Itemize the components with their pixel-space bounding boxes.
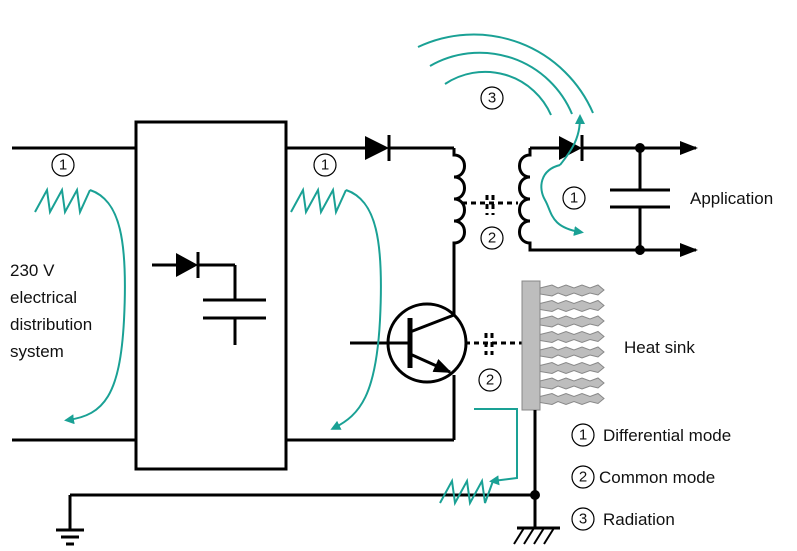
ground-symbol-icon [56,528,84,546]
svg-text:2: 2 [488,230,496,247]
secondary-circuit [518,135,698,257]
legend-item-common: 2 Common mode [571,465,715,489]
output-capacitor-icon [610,148,670,250]
transistor-icon [350,302,468,384]
marker-1-primary: 1 [313,153,337,177]
noise-paths [34,114,585,507]
mains-input-lines [12,146,136,442]
heat-sink-fin [539,392,605,406]
chassis-ground-icon [513,526,560,545]
radiation-waves-icon [417,33,594,116]
svg-text:3: 3 [488,90,496,107]
heat-sink-icon [521,280,605,411]
legend: 1 Differential mode 2 Common mode 3 Radi… [571,423,731,531]
svg-text:230 V: 230 V [10,261,55,280]
svg-text:system: system [10,342,64,361]
heat-sink-fin [539,284,605,297]
application-label: Application [690,189,773,208]
primary-coil-icon [452,148,466,252]
svg-text:Radiation: Radiation [603,510,675,529]
marker-2-transformer: 2 [480,226,504,250]
svg-text:1: 1 [570,190,578,207]
svg-text:Common mode: Common mode [599,468,715,487]
primary-diode-icon [365,135,391,161]
rectifier-block [134,120,288,471]
heat-sink-fin [539,361,605,375]
earth-wiring [56,410,560,546]
secondary-diode-icon [559,135,584,161]
marker-1-secondary: 1 [562,186,586,210]
svg-text:2: 2 [579,469,587,486]
marker-3-radiation: 3 [480,86,504,110]
heat-sink-fin [539,346,605,359]
svg-text:3: 3 [579,511,587,528]
heat-sink-fin [539,315,605,328]
smoothing-capacitor-icon [203,298,266,345]
svg-text:1: 1 [59,157,67,174]
legend-item-differential: 1 Differential mode [571,423,731,447]
svg-text:1: 1 [321,157,329,174]
marker-2-transistor: 2 [478,368,502,392]
svg-text:distribution: distribution [10,315,92,334]
coupling-paths [462,195,522,355]
primary-circuit [286,135,466,442]
rectifier-diode-icon [152,252,237,300]
source-label: 230 V electrical distribution system [10,261,92,361]
legend-item-radiation: 3 Radiation [571,507,675,531]
heat-sink-fin [539,299,605,313]
svg-text:2: 2 [486,372,494,389]
heat-sink-fin [539,377,605,390]
svg-text:electrical: electrical [10,288,77,307]
svg-text:Differential mode: Differential mode [603,426,731,445]
svg-text:1: 1 [579,427,587,444]
heat-sink-fin [539,330,605,344]
heat-sink-label: Heat sink [624,338,695,357]
secondary-coil-icon [518,148,640,252]
marker-1-source: 1 [51,153,75,177]
